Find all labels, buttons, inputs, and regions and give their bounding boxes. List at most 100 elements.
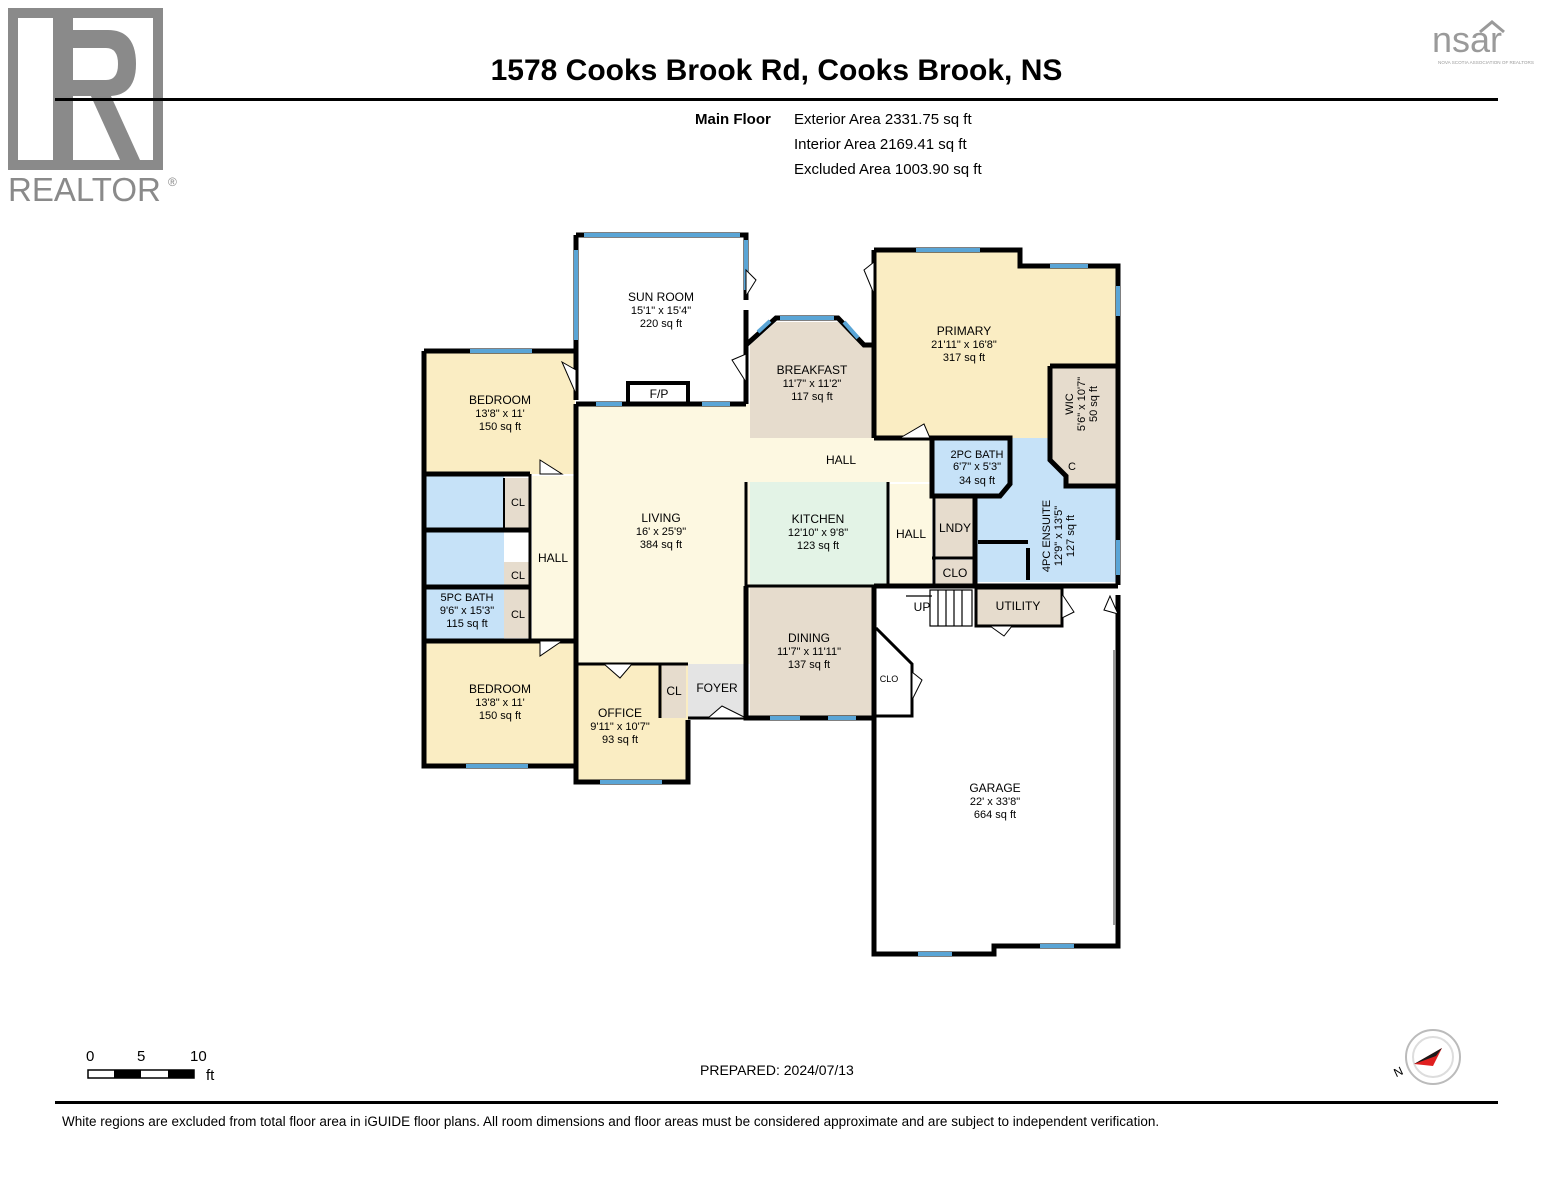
bedroom-bottom-dims: 13'8" x 11' [475, 697, 525, 709]
dining-name: DINING [788, 631, 830, 645]
garage-name: GARAGE [969, 781, 1020, 795]
cl-3-label: CL [511, 609, 525, 621]
area-summary: Main Floor Exterior Area 2331.75 sq ft I… [0, 0, 1553, 200]
breakfast-fill [750, 322, 874, 438]
kitchen-dims: 12'10" x 9'8" [788, 527, 848, 539]
room-labels: SUN ROOM 15'1" x 15'4" 220 sq ft F/P BED… [440, 290, 1100, 821]
bath5pc-dims: 9'6" x 15'3" [440, 605, 494, 617]
lndy-fill [936, 498, 974, 558]
bedroom-bottom-fill [424, 641, 575, 766]
scale-label-10: 10 [190, 1048, 207, 1065]
living-name: LIVING [641, 511, 680, 525]
utility-name: UTILITY [996, 599, 1041, 613]
breakfast-dims: 11'7" x 11'2" [783, 378, 842, 390]
dining-area: 137 sq ft [788, 659, 830, 671]
bedroom-top-dims: 13'8" x 11' [475, 408, 525, 420]
wic-dims: 5'6" x 10'7" [1076, 377, 1088, 431]
page-title: 1578 Cooks Brook Rd, Cooks Brook, NS [490, 54, 1063, 87]
exterior-area: Exterior Area 2331.75 sq ft [794, 111, 972, 128]
north-compass-icon: N [1390, 1026, 1465, 1086]
bath-strip-2 [424, 531, 504, 586]
scale-label-0: 0 [86, 1048, 94, 1065]
lndy-name: LNDY [939, 521, 971, 535]
primary-name: PRIMARY [937, 324, 991, 338]
ensuite-name: 4PC ENSUITE [1041, 500, 1053, 572]
office-area: 93 sq ft [602, 734, 638, 746]
hall-right-name: HALL [896, 527, 926, 541]
hall-top-name: HALL [826, 453, 856, 467]
bedroom-top-area: 150 sq ft [479, 421, 521, 433]
hall-right-fill [890, 484, 932, 584]
cl-foyer-fill [662, 664, 686, 718]
sunroom-name: SUN ROOM [628, 290, 694, 304]
sunroom-area: 220 sq ft [640, 318, 682, 330]
cl-fill-1 [504, 478, 530, 528]
scale-label-5: 5 [137, 1048, 145, 1065]
interior-area: Interior Area 2169.41 sq ft [794, 136, 967, 153]
fp-label: F/P [650, 387, 669, 401]
svg-text:®: ® [168, 175, 177, 189]
office-name: OFFICE [598, 706, 642, 720]
realtor-logo: REALTOR ® [8, 8, 183, 213]
bedroom-bottom-area: 150 sq ft [479, 710, 521, 722]
cl-foyer-label: CL [666, 684, 682, 698]
floor-label: Main Floor [695, 111, 771, 128]
disclaimer-text: White regions are excluded from total fl… [62, 1114, 1160, 1129]
door-swings [539, 260, 1119, 719]
dining-dims: 11'7" x 11'11" [777, 646, 841, 658]
cl-fill-2 [504, 562, 530, 586]
nsar-logo-subtext: NOVA SCOTIA ASSOCIATION OF REALTORS [1438, 60, 1534, 65]
living-area: 384 sq ft [640, 539, 682, 551]
prepared-date: PREPARED: 2024/07/13 [700, 1062, 854, 1078]
bath-strip-1 [424, 474, 504, 529]
sunroom-dims: 15'1" x 15'4" [631, 305, 691, 317]
bath2pc-area: 34 sq ft [959, 475, 995, 487]
compass-letter: N [1391, 1064, 1405, 1080]
primary-fill [874, 250, 1116, 438]
nsar-logo-text: nsar [1432, 19, 1502, 60]
wic-area: 50 sq ft [1088, 386, 1100, 422]
bedroom-top-fill [424, 351, 575, 474]
clo-garage-label: CLO [880, 674, 899, 684]
office-dims: 9'11" x 10'7" [590, 721, 650, 733]
windows [466, 233, 1120, 956]
cl-2-label: CL [511, 570, 525, 582]
clo-small-name: CLO [943, 566, 968, 580]
scale-unit: ft [206, 1067, 215, 1084]
bath2pc-name: 2PC BATH [951, 449, 1004, 461]
bedroom-top-name: BEDROOM [469, 393, 531, 407]
stairs-up-label: UP [914, 600, 931, 614]
scale-bar: 0 5 10 ft [82, 1046, 232, 1086]
breakfast-name: BREAKFAST [777, 363, 848, 377]
bath2pc-fill [932, 438, 1010, 496]
dining-fill [750, 586, 874, 718]
cl-1-label: CL [511, 497, 525, 509]
kitchen-name: KITCHEN [792, 512, 845, 526]
footer-divider [55, 1101, 1498, 1104]
cl-fill-3 [504, 588, 530, 638]
kitchen-area: 123 sq ft [797, 540, 839, 552]
ensuite-area: 127 sq ft [1065, 515, 1077, 557]
hall-left-fill [532, 476, 575, 640]
wic-name: WIC [1064, 393, 1076, 414]
utility-fill [976, 588, 1062, 626]
excluded-area: Excluded Area 1003.90 sq ft [794, 161, 982, 178]
nsar-logo: nsar NOVA SCOTIA ASSOCIATION OF REALTORS [1432, 14, 1550, 74]
realtor-logo-text: REALTOR [8, 171, 161, 208]
living-dims: 16' x 25'9" [636, 526, 686, 538]
primary-area: 317 sq ft [943, 352, 985, 364]
foyer-name: FOYER [696, 681, 738, 695]
c-closet-label: C [1068, 461, 1076, 473]
hall-left-name: HALL [538, 551, 568, 565]
primary-dims: 21'11" x 16'8" [931, 339, 997, 351]
wic-fill [1050, 366, 1116, 484]
bath5pc-area: 115 sq ft [446, 618, 487, 630]
stairs [906, 589, 973, 627]
bath5pc-fill [424, 588, 504, 641]
bedroom-bottom-name: BEDROOM [469, 682, 531, 696]
living-fill [578, 404, 750, 664]
hall-top-fill [746, 438, 932, 482]
breakfast-area: 117 sq ft [791, 391, 832, 403]
header-divider [55, 98, 1498, 101]
